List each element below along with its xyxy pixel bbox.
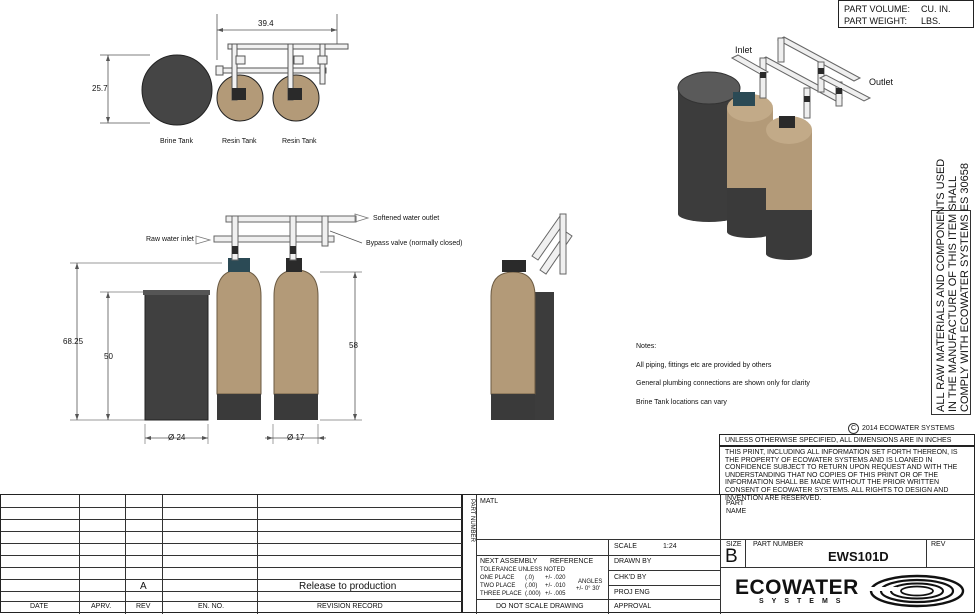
bypass-label: Bypass valve (normally closed)	[366, 240, 463, 247]
iso-inlet-label: Inlet	[735, 45, 753, 55]
note-line-1: All piping, fittings etc are provided by…	[636, 362, 772, 369]
resin-tank-label-1: Resin Tank	[222, 138, 257, 145]
size-label: SIZE	[726, 541, 742, 548]
compliance-line-1: ALL RAW MATERIALS AND COMPONENTS USED	[935, 158, 947, 412]
two-place-tol: +/- .010	[545, 583, 566, 589]
rev-label: REV	[931, 541, 946, 548]
rev-header-rev: REV	[136, 603, 151, 610]
note-line-2: General plumbing connections are shown o…	[636, 380, 810, 387]
three-place-fmt: (.000)	[525, 591, 541, 597]
top-width-dim: 39.4	[258, 19, 274, 28]
softened-outlet-label: Softened water outlet	[373, 215, 440, 222]
one-place-fmt: (.0)	[525, 575, 534, 581]
part-number-label: PART NUMBER	[753, 541, 804, 548]
approval-label: APPROVAL	[614, 603, 652, 610]
tolerance-label: TOLERANCE UNLESS NOTED	[480, 567, 565, 573]
rev-row-record: Release to production	[299, 581, 397, 592]
raw-inlet-label: Raw water inlet	[146, 236, 194, 243]
two-place-fmt: (.00)	[525, 583, 538, 589]
do-not-scale: DO NOT SCALE DRAWING	[496, 603, 584, 610]
compliance-note: ALL RAW MATERIALS AND COMPONENTS USED IN…	[935, 159, 971, 412]
rev-header-aprv: APRV.	[91, 603, 112, 610]
scale-label: SCALE	[614, 543, 637, 550]
resin-tank-label-2: Resin Tank	[282, 138, 317, 145]
overall-height-dim: 68.25	[63, 337, 84, 346]
notes-title: Notes:	[636, 343, 657, 350]
scale-value: 1:24	[663, 543, 677, 550]
rev-header-en-no: EN. NO.	[198, 603, 225, 610]
property-text: THIS PRINT, INCLUDING ALL INFORMATION SE…	[725, 449, 958, 502]
unless-text: UNLESS OTHERWISE SPECIFIED, ALL DIMENSIO…	[725, 437, 952, 444]
ecowater-logo: ECOWATER SYSTEMS	[731, 573, 971, 609]
part-volume-unit: CU. IN.	[921, 4, 951, 14]
brand-bottom: SYSTEMS	[759, 598, 849, 605]
one-place-tol: +/- .020	[545, 575, 566, 581]
part-number-vertical: PART NUMBER	[469, 499, 475, 543]
resin-height-dim: 58	[349, 341, 358, 350]
compliance-note-box	[931, 210, 971, 415]
rev-header-date: DATE	[30, 603, 49, 610]
brine-dia-dim: Ø 24	[168, 433, 186, 442]
copyright-text: 2014 ECOWATER SYSTEMS	[862, 425, 955, 432]
three-place-label: THREE PLACE	[480, 591, 522, 597]
part-weight-unit: LBS.	[921, 16, 941, 26]
revision-table: A Release to production DATE APRV. REV E…	[0, 494, 463, 614]
angles-tol: +/- 0° 30'	[576, 586, 601, 592]
size-value: B	[725, 546, 738, 567]
next-assembly-label: NEXT ASSEMBLY	[480, 558, 538, 565]
iso-outlet-label: Outlet	[869, 77, 894, 87]
three-place-tol: +/- .005	[545, 591, 566, 597]
angles-label: ANGLES	[578, 579, 603, 585]
matl-label: MATL	[480, 498, 499, 505]
part-number-value: EWS101D	[828, 549, 889, 564]
part-volume-label: PART VOLUME:	[844, 4, 911, 14]
two-place-label: TWO PLACE	[480, 583, 516, 589]
part-name-label: PART NAME	[726, 500, 747, 515]
chkd-by-label: CHK'D BY	[614, 574, 647, 581]
top-height-dim: 25.7	[92, 84, 108, 93]
brine-height-dim: 50	[104, 352, 113, 361]
ecowater-swirl-icon	[867, 574, 965, 608]
copyright-symbol: C	[848, 423, 859, 434]
property-text-box: THIS PRINT, INCLUDING ALL INFORMATION SE…	[719, 446, 975, 502]
one-place-label: ONE PLACE	[480, 575, 515, 581]
proj-eng-label: PROJ ENG	[614, 589, 650, 596]
note-line-3: Brine Tank locations can vary	[636, 399, 727, 406]
reference-label: REFERENCE	[550, 558, 594, 565]
unless-text-box: UNLESS OTHERWISE SPECIFIED, ALL DIMENSIO…	[719, 434, 975, 446]
compliance-line-2: IN THE MANUFACTURE OF THIS ITEM SHALL	[947, 175, 959, 412]
brand-top: ECOWATER	[735, 576, 859, 599]
rev-row-rev: A	[140, 581, 147, 592]
rev-header-record: REVISION RECORD	[317, 603, 383, 610]
title-block: PART NUMBER MATL SCALE 1:24 NEXT ASSEMBL…	[462, 494, 975, 614]
part-weight-label: PART WEIGHT:	[844, 16, 908, 26]
resin-dia-dim: Ø 17	[287, 433, 305, 442]
part-info-box: PART VOLUME: CU. IN. PART WEIGHT: LBS.	[838, 0, 974, 28]
compliance-line-3: COMPLY WITH ECOWATER SYSTEMS ES 30658	[959, 163, 971, 412]
drawn-by-label: DRAWN BY	[614, 558, 652, 565]
brine-tank-label: Brine Tank	[160, 138, 193, 145]
